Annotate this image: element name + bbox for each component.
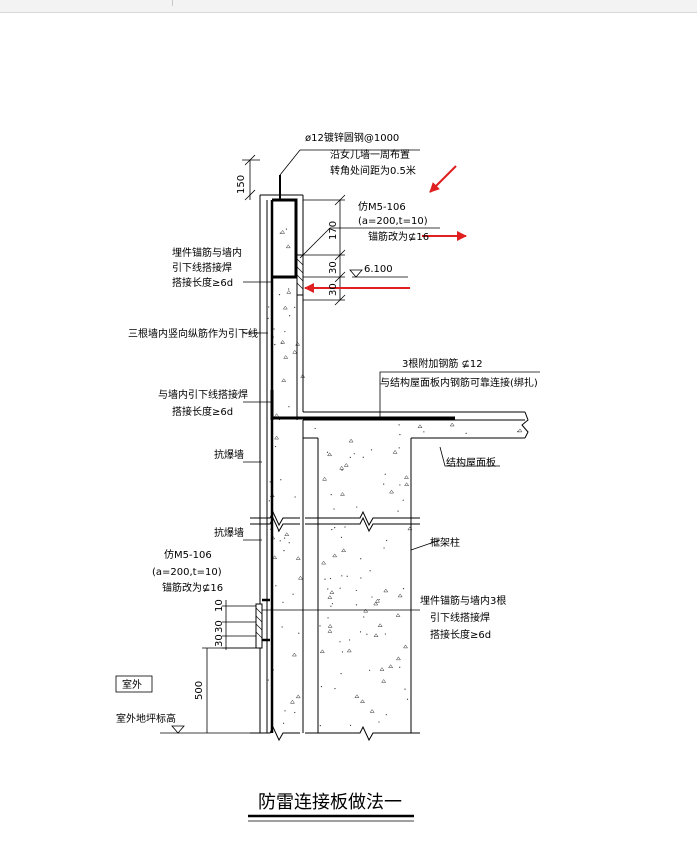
embedded-plate-top (296, 254, 304, 296)
rebar-lines (270, 175, 455, 733)
dimension-texts: 150 170 30 30 10 30 30 500 (194, 175, 339, 700)
blast-wall-label-2: 抗爆墙 (214, 526, 244, 539)
embed-bot-label-1: 埋件锚筋与墙内3根 (420, 594, 506, 607)
dim-30b: 30 (328, 283, 339, 296)
dimension-lines (160, 154, 408, 734)
concrete-slab (303, 412, 525, 438)
viewer-top-bar (0, 0, 697, 13)
blast-wall-label-1: 抗爆墙 (214, 448, 244, 461)
ref-bot-label-1: 仿M5-106 (164, 548, 212, 561)
embed-top-label-2: 引下线搭接焊 (172, 261, 232, 274)
leader-lines (243, 149, 540, 611)
ref-bot-label-3: 锚筋改为⊈16 (162, 581, 223, 594)
three-bars-label: 三根墙内竖向纵筋作为引下线 (128, 327, 258, 340)
outdoor-label: 室外 (122, 678, 142, 691)
toolbar-divider (172, 0, 173, 6)
roof-slab-label: 结构屋面板 (446, 456, 496, 469)
drawing-title-block: 防雷连接板做法一 (248, 792, 414, 822)
concrete-hatch (267, 228, 523, 727)
red-arrow-upper (429, 165, 457, 193)
extra-bars-label-1: 3根附加钢筋 ⊈12 (402, 357, 483, 370)
dim-170: 170 (328, 221, 339, 240)
ref-top-label-1: 仿M5-106 (358, 200, 406, 213)
dim-30d: 30 (214, 634, 225, 647)
dim-30c: 30 (214, 620, 225, 633)
ref-top-label-3: 锚筋改为⊈16 (368, 230, 429, 243)
ring-steel-label-2: 沿女儿墙一周布置 (330, 148, 410, 161)
annotation-labels: ø12镀锌圆钢@1000 沿女儿墙一周布置 转角处间距为0.5米 仿M5-106… (115, 131, 538, 725)
ref-top-label-2: (a=200,t=10) (358, 216, 428, 227)
ring-steel-label-1: ø12镀锌圆钢@1000 (305, 131, 399, 144)
frame-column-label: 框架柱 (430, 536, 460, 549)
weld-mid-label-1: 与墙内引下线搭接焊 (158, 388, 248, 401)
dim-10: 10 (214, 599, 225, 612)
embed-top-label-3: 搭接长度≥6d (172, 276, 233, 289)
outdoor-box (115, 675, 153, 693)
dim-30a: 30 (328, 261, 339, 274)
elevation-label: 6.100 (364, 264, 393, 275)
embed-bot-label-3: 搭接长度≥6d (430, 628, 491, 641)
outdoor-level-label: 室外地坪标高 (116, 712, 176, 725)
wall-outline (250, 194, 529, 742)
dim-500: 500 (194, 681, 205, 700)
weld-mid-label-2: 搭接长度≥6d (172, 405, 233, 418)
embedded-plate-bottom (255, 598, 270, 649)
drawing-title: 防雷连接板做法一 (258, 792, 402, 813)
embed-top-label-1: 埋件锚筋与墙内 (172, 246, 242, 259)
ref-bot-label-2: (a=200,t=10) (152, 567, 222, 578)
ring-steel-label-3: 转角处间距为0.5米 (330, 164, 416, 177)
extra-bars-label-2: 与结构屋面板内钢筋可靠连接(绑扎) (380, 376, 538, 389)
dim-150: 150 (236, 175, 247, 194)
embed-bot-label-2: 引下线搭接焊 (430, 611, 490, 624)
concrete-column (303, 420, 411, 733)
